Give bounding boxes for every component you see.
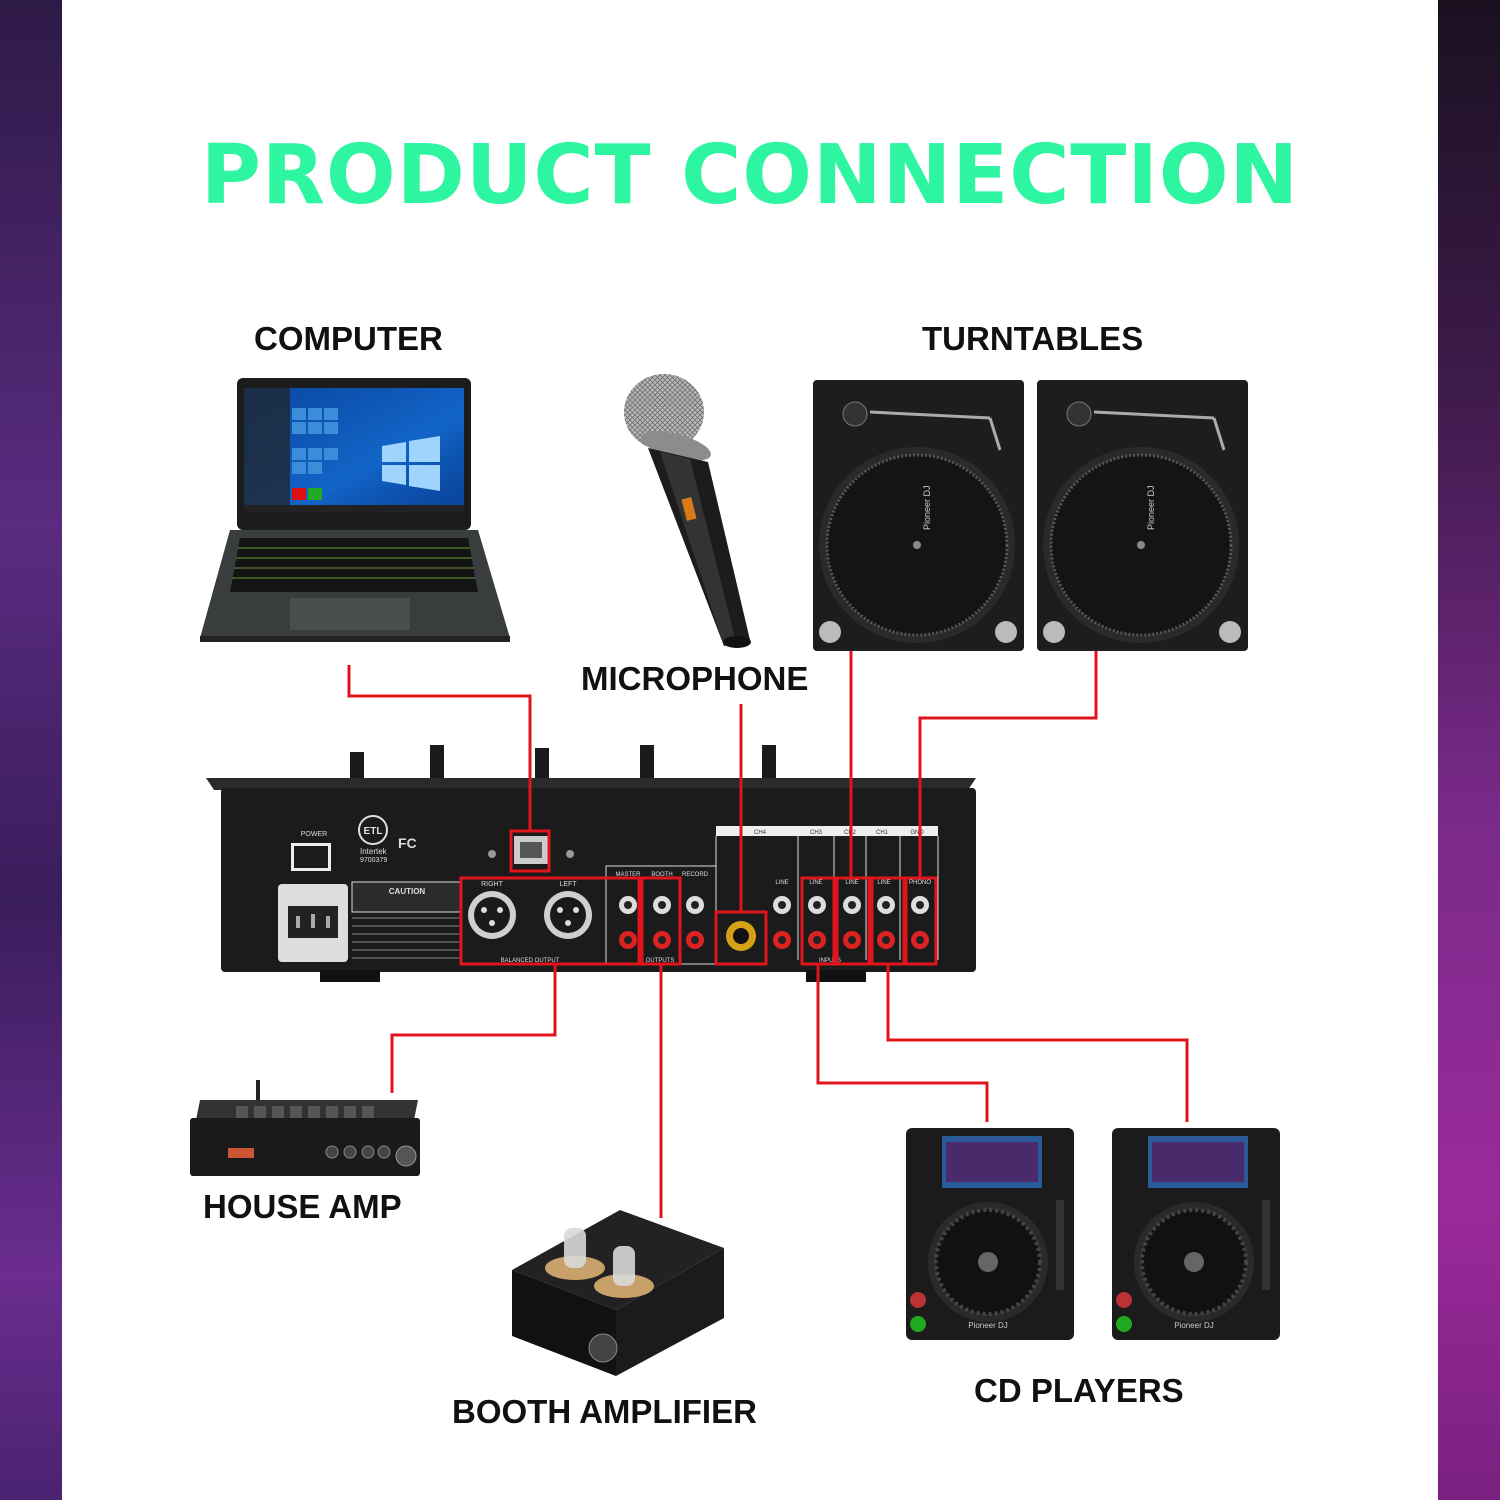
caution-label: CAUTION bbox=[389, 887, 426, 896]
ch1-label: CH1 bbox=[876, 830, 889, 836]
turntable-left-brand: Pioneer DJ bbox=[922, 485, 932, 530]
right-background-strip bbox=[1438, 0, 1500, 1500]
microphone-image bbox=[624, 374, 751, 648]
turntable-right-cable bbox=[918, 651, 1098, 878]
power-label: POWER bbox=[301, 831, 327, 838]
cd-players-label: CD PLAYERS bbox=[974, 1372, 1184, 1409]
turntable-right-brand: Pioneer DJ bbox=[1146, 485, 1156, 530]
computer-label: COMPUTER bbox=[254, 320, 443, 357]
cd-player-right-brand: Pioneer DJ bbox=[1174, 1321, 1214, 1330]
gnd-label: GND bbox=[910, 830, 924, 836]
page-title: PRODUCT CONNECTION bbox=[200, 128, 1300, 223]
balanced-output-label: BALANCED OUTPUT bbox=[501, 958, 560, 964]
turntable-left-image: Pioneer DJ bbox=[813, 380, 1024, 651]
turntable-right-image: Pioneer DJ bbox=[1037, 380, 1248, 651]
connection-cables bbox=[347, 651, 1189, 1218]
svg-text:ETL: ETL bbox=[364, 826, 383, 837]
booth-label: BOOTH bbox=[651, 872, 672, 878]
inputs-label: INPUTS bbox=[819, 958, 841, 964]
ch4-label: CH4 bbox=[754, 830, 767, 836]
cd-player-left-cable bbox=[816, 964, 989, 1122]
turntables-label: TURNTABLES bbox=[922, 320, 1144, 357]
cd-player-right-cable bbox=[886, 964, 1189, 1122]
left-background-strip bbox=[0, 0, 62, 1500]
ch1-line-label: LINE bbox=[877, 880, 890, 886]
cd-player-left-image: Pioneer DJ bbox=[906, 1128, 1074, 1340]
cd-player-left-brand: Pioneer DJ bbox=[968, 1321, 1008, 1330]
intertek-label: Intertek bbox=[360, 847, 388, 856]
house-amp-label: HOUSE AMP bbox=[203, 1188, 402, 1225]
cd-player-right-image: Pioneer DJ bbox=[1112, 1128, 1280, 1340]
mixer-rear-panel: POWER ETL Intertek 9700379 FC CAUTION RI… bbox=[206, 745, 976, 982]
booth-amplifier-label: BOOTH AMPLIFIER bbox=[452, 1393, 757, 1430]
ch2-line-label: LINE bbox=[845, 880, 858, 886]
master-label: MASTER bbox=[615, 872, 641, 878]
ch4-line-label: LINE bbox=[775, 880, 788, 886]
ch2-line-highlight bbox=[835, 876, 871, 966]
house-amp-image bbox=[190, 1080, 420, 1176]
right-xlr-label: RIGHT bbox=[481, 881, 504, 888]
balanced-output-highlight bbox=[459, 876, 641, 966]
record-label: RECORD bbox=[682, 872, 709, 878]
left-xlr-label: LEFT bbox=[559, 881, 577, 888]
computer-cable bbox=[347, 665, 532, 831]
house-amp-cable bbox=[390, 964, 557, 1093]
microphone-label: MICROPHONE bbox=[581, 660, 809, 697]
laptop-image bbox=[200, 378, 510, 642]
fc-mark: FC bbox=[398, 835, 417, 851]
ch3-line-label: LINE bbox=[809, 880, 822, 886]
booth-amplifier-image bbox=[512, 1210, 724, 1376]
intertek-number: 9700379 bbox=[360, 857, 387, 864]
ch3-label: CH3 bbox=[810, 830, 823, 836]
outputs-label: OUTPUTS bbox=[646, 958, 675, 964]
ch1-phono-label: PHONO bbox=[909, 880, 931, 886]
